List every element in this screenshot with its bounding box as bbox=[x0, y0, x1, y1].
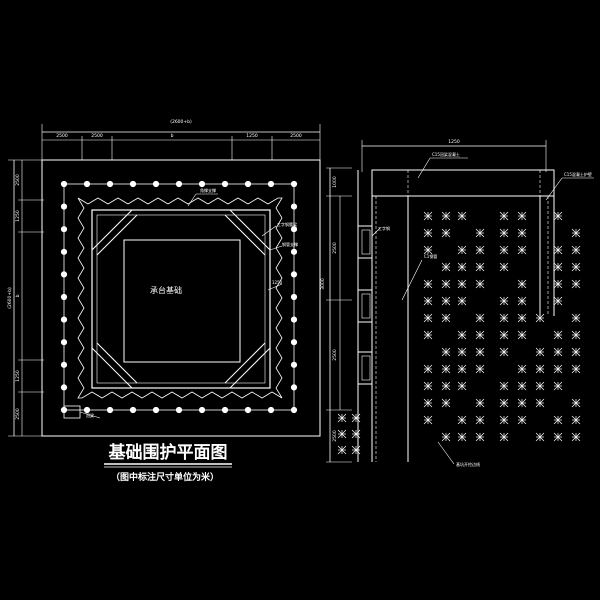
pile-circle bbox=[290, 180, 298, 188]
pile-circle bbox=[83, 180, 91, 188]
pile-circle bbox=[60, 339, 68, 346]
pile-circle bbox=[83, 406, 91, 414]
label-top-strut: 角撑支撑 bbox=[200, 187, 216, 193]
plan-dim-top bbox=[41, 124, 321, 160]
pile-circle bbox=[60, 316, 68, 323]
label-right-dim: 1250 bbox=[272, 280, 283, 285]
plan-dim-left-seg-4: 1250 bbox=[15, 370, 21, 382]
drawing-title: 基础围护平面图 bbox=[108, 442, 228, 463]
pile-circle bbox=[290, 339, 298, 346]
plan-dim-top-seg-2: 2500 bbox=[91, 133, 103, 139]
pile-circle bbox=[290, 248, 298, 255]
label-right-pipe: 钢管支撑 bbox=[282, 241, 298, 247]
pile-circle bbox=[60, 384, 68, 391]
pile-circles bbox=[60, 180, 298, 414]
pile-circle bbox=[106, 406, 114, 414]
plan-dim-left-seg-3: b bbox=[15, 294, 21, 297]
pile-circle bbox=[152, 180, 160, 188]
section-dim-top: 1250 bbox=[448, 139, 460, 145]
plan-dim-top-seg-4: 1250 bbox=[246, 133, 258, 139]
pile-circle bbox=[198, 406, 206, 414]
section-label-cap: C15冠梁混凝土 bbox=[432, 151, 460, 157]
section-label-left-2: C1钢管 bbox=[424, 253, 437, 259]
pile-circle bbox=[290, 271, 298, 278]
section-dim-left-3: 2500 bbox=[332, 349, 338, 361]
pile-circle bbox=[175, 406, 183, 414]
zigzag-wall-line bbox=[77, 197, 283, 399]
drawing-subtitle: （图中标注尺寸单位为米） bbox=[111, 471, 219, 483]
pile-circle bbox=[60, 226, 68, 233]
section-label-right: C15混凝土护壁 bbox=[564, 171, 592, 177]
section-label-bottom: 基坑开挖边线 bbox=[456, 461, 480, 467]
pile-circle bbox=[290, 316, 298, 323]
pile-circle bbox=[244, 406, 252, 414]
pile-circle bbox=[152, 406, 160, 414]
pile-circle bbox=[290, 203, 298, 210]
pile-circle bbox=[60, 271, 68, 278]
plan-dim-top-seg-1: 2500 bbox=[56, 133, 68, 139]
pile-circle bbox=[129, 180, 137, 188]
pile-circle bbox=[290, 293, 298, 301]
plan-dim-left-total: (2600+b) bbox=[7, 287, 13, 309]
retaining-wall-zigzag bbox=[77, 197, 283, 399]
waling-beam-frame bbox=[91, 209, 271, 389]
section-dim-left-1: 1000 bbox=[332, 176, 338, 188]
section-dim-left-2: 2500 bbox=[332, 242, 338, 254]
pile-circle bbox=[290, 226, 298, 233]
pile-circle bbox=[60, 293, 68, 301]
pile-circle bbox=[221, 406, 229, 414]
plan-dim-top-seg-3: b bbox=[171, 133, 174, 139]
plan-dim-top-seg-5: 2500 bbox=[290, 133, 302, 139]
pile-circle bbox=[129, 406, 137, 414]
plan-view bbox=[8, 124, 321, 437]
corner-struts bbox=[91, 209, 271, 389]
pit-label: 承台基础 bbox=[150, 285, 182, 295]
pile-circle bbox=[106, 180, 114, 188]
waling-beam-inner bbox=[96, 214, 266, 384]
label-right-waling: 工字钢腰梁 bbox=[277, 221, 297, 227]
pile-circle bbox=[198, 180, 206, 188]
section-label-left-1: 工字钢 bbox=[378, 225, 390, 231]
foundation-cap bbox=[123, 239, 241, 363]
plan-dim-top-total: (2600+b) bbox=[170, 119, 192, 125]
pile-circle bbox=[221, 180, 229, 188]
label-bottom-left: 冠梁 bbox=[86, 412, 94, 418]
pile-circle bbox=[290, 361, 298, 368]
plan-dim-left bbox=[8, 159, 44, 437]
plan-outer-boundary bbox=[41, 159, 321, 437]
pile-cross-marks bbox=[337, 211, 581, 455]
plan-dim-left-seg-1: 2500 bbox=[15, 174, 21, 186]
pile-circle bbox=[175, 180, 183, 188]
section-dim-left-4: 2500 bbox=[332, 430, 338, 442]
pile-circle bbox=[267, 406, 275, 414]
pile-circle bbox=[267, 180, 275, 188]
pile-circle bbox=[244, 180, 252, 188]
section-dim-mid: 3000 bbox=[320, 278, 326, 290]
pile-circle bbox=[60, 361, 68, 368]
pile-circle bbox=[60, 248, 68, 255]
plan-dim-left-seg-2: 1250 bbox=[15, 210, 21, 222]
pile-circle bbox=[60, 180, 68, 188]
plan-dim-left-seg-5: 2500 bbox=[15, 408, 21, 420]
pile-circle bbox=[290, 384, 298, 391]
pile-circle bbox=[290, 406, 298, 414]
pile-circle bbox=[60, 203, 68, 210]
section-view bbox=[326, 140, 594, 465]
